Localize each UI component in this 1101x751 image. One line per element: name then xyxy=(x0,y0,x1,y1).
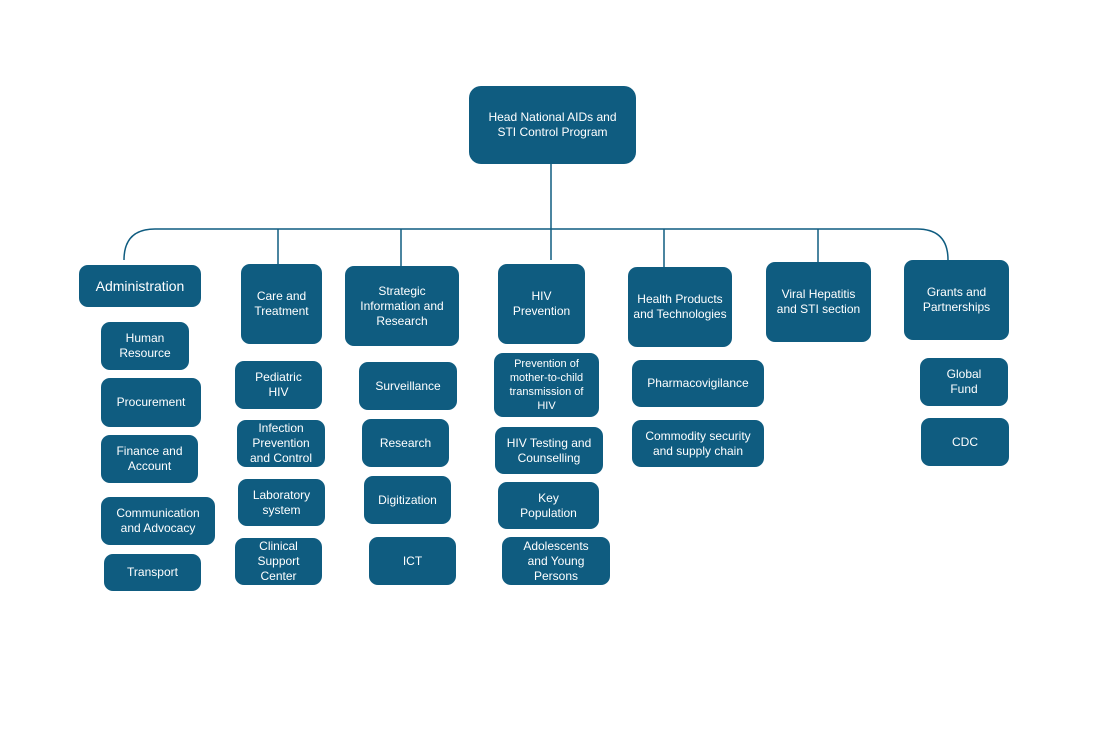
node-head-program: Head National AIDs and STI Control Progr… xyxy=(469,86,636,164)
node-surveillance: Surveillance xyxy=(359,362,457,410)
node-pmtct: Prevention of mother-to-child transmissi… xyxy=(494,353,599,417)
connector-horizontal-bus xyxy=(123,228,949,261)
node-digitization: Digitization xyxy=(364,476,451,524)
node-infection-prevention-control: Infection Prevention and Control xyxy=(237,420,325,467)
node-grants-partnerships: Grants and Partnerships xyxy=(904,260,1009,340)
node-hiv-prevention: HIV Prevention xyxy=(498,264,585,344)
node-laboratory-system: Laboratory system xyxy=(238,479,325,526)
node-global-fund: Global Fund xyxy=(920,358,1008,406)
node-procurement: Procurement xyxy=(101,378,201,427)
node-ict: ICT xyxy=(369,537,456,585)
node-key-population: Key Population xyxy=(498,482,599,529)
node-finance-and-account: Finance and Account xyxy=(101,435,198,483)
node-research: Research xyxy=(362,419,449,467)
node-strategic-information-research: Strategic Information and Research xyxy=(345,266,459,346)
node-pharmacovigilance: Pharmacovigilance xyxy=(632,360,764,407)
node-communication-advocacy: Communication and Advocacy xyxy=(101,497,215,545)
node-hiv-testing-counselling: HIV Testing and Counselling xyxy=(495,427,603,474)
node-commodity-security-supply-chain: Commodity security and supply chain xyxy=(632,420,764,467)
node-adolescents-young-persons: Adolescents and Young Persons xyxy=(502,537,610,585)
node-clinical-support-center: Clinical Support Center xyxy=(235,538,322,585)
node-care-and-treatment: Care and Treatment xyxy=(241,264,322,344)
node-human-resource: Human Resource xyxy=(101,322,189,370)
node-transport: Transport xyxy=(104,554,201,591)
node-health-products-technologies: Health Products and Technologies xyxy=(628,267,732,347)
node-pediatric-hiv: Pediatric HIV xyxy=(235,361,322,409)
node-cdc: CDC xyxy=(921,418,1009,466)
node-viral-hepatitis-sti: Viral Hepatitis and STI section xyxy=(766,262,871,342)
node-administration: Administration xyxy=(79,265,201,307)
